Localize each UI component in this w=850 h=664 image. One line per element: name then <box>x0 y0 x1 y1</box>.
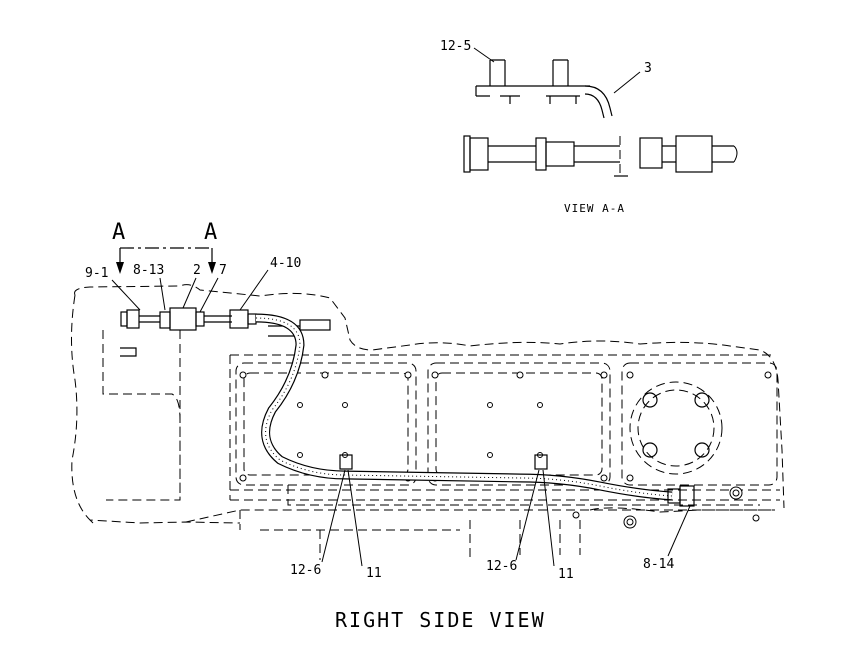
callout-12-6-right: 12-6 <box>486 559 517 574</box>
callout-2: 2 <box>193 263 201 278</box>
view-aa-label-12-5: 12-5 <box>440 39 471 54</box>
callout-8-13: 8-13 <box>133 263 164 278</box>
callout-11-left: 11 <box>366 566 382 581</box>
callout-4-10: 4-10 <box>270 256 301 271</box>
view-aa-label-3: 3 <box>644 61 652 76</box>
callout-9-1: 9-1 <box>85 266 108 281</box>
engine-outline <box>71 284 785 560</box>
callout-7: 7 <box>219 263 227 278</box>
view-aa-detail: 12-5 3 VIEW A-A <box>440 39 738 215</box>
section-mark-right: A <box>204 220 217 245</box>
view-aa-caption: VIEW A-A <box>564 202 625 215</box>
callout-11-right: 11 <box>558 567 574 582</box>
section-marker-aa: A A <box>112 220 217 274</box>
section-mark-left: A <box>112 220 125 245</box>
callout-8-14: 8-14 <box>643 557 674 572</box>
callout-12-6-left: 12-6 <box>290 563 321 578</box>
page-title: RIGHT SIDE VIEW <box>335 608 546 632</box>
hose-assembly <box>120 307 695 507</box>
callouts: 9-1 8-13 2 7 4-10 12-6 11 12-6 11 8-14 <box>85 256 691 582</box>
